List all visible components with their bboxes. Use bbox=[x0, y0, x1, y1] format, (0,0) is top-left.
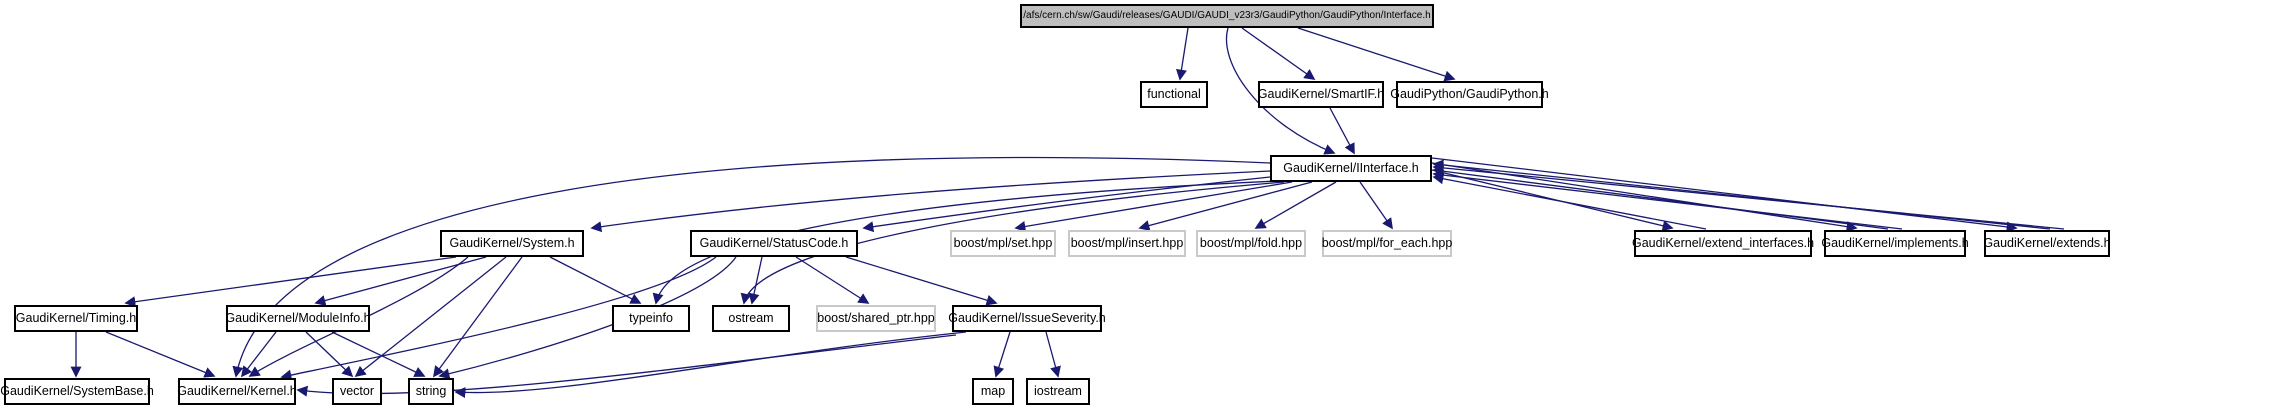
edge-extends-to-iinterface bbox=[1432, 159, 2051, 230]
graph-node-kernel[interactable]: GaudiKernel/Kernel.h bbox=[177, 378, 297, 405]
graph-node-interface-top[interactable]: /afs/cern.ch/sw/Gaudi/releases/GAUDI/GAU… bbox=[1020, 4, 1434, 28]
graph-node-smartif[interactable]: GaudiKernel/SmartIF.h bbox=[1258, 81, 1384, 108]
graph-node-extends[interactable]: GaudiKernel/extends.h bbox=[1983, 230, 2111, 257]
edge-system-to-typeinfo bbox=[549, 256, 642, 304]
edge-iinterface-to-kernel bbox=[232, 156, 1271, 378]
graph-node-mpl-set: boost/mpl/set.hpp bbox=[950, 230, 1056, 257]
edge-iinterface-to-ostream bbox=[740, 181, 1285, 305]
edge-iinterface-to-mpl-set bbox=[1014, 181, 1293, 232]
graph-node-extend-interfaces[interactable]: GaudiKernel/extend_interfaces.h bbox=[1632, 230, 1814, 257]
edge-system-to-moduleinfo bbox=[314, 256, 487, 306]
graph-node-shared-ptr: boost/shared_ptr.hpp bbox=[816, 305, 936, 332]
graph-node-functional[interactable]: functional bbox=[1140, 81, 1208, 108]
edge-extend-interfaces-to-iinterface bbox=[1432, 173, 1707, 230]
edge-system-to-timing bbox=[124, 256, 457, 308]
graph-node-issueseverity[interactable]: GaudiKernel/IssueSeverity.h bbox=[948, 305, 1106, 332]
edge-extends-to-iinterface bbox=[1432, 162, 2065, 230]
edge-interface-top-to-smartif bbox=[1241, 27, 1316, 80]
graph-node-statuscode[interactable]: GaudiKernel/StatusCode.h bbox=[690, 230, 858, 257]
graph-node-iinterface[interactable]: GaudiKernel/IInterface.h bbox=[1270, 155, 1432, 182]
edge-iinterface-to-statuscode bbox=[862, 176, 1271, 233]
graph-node-gaudipython[interactable]: GaudiPython/GaudiPython.h bbox=[1390, 81, 1549, 108]
edge-iinterface-to-mpl-fold bbox=[1254, 181, 1337, 229]
graph-node-ostream[interactable]: ostream bbox=[712, 305, 790, 332]
edge-iinterface-to-extends bbox=[1431, 157, 2018, 233]
graph-node-iostream[interactable]: iostream bbox=[1026, 378, 1090, 405]
edge-interface-top-to-functional bbox=[1175, 27, 1189, 81]
graph-node-typeinfo[interactable]: typeinfo bbox=[612, 305, 690, 332]
graph-node-system[interactable]: GaudiKernel/System.h bbox=[440, 230, 584, 257]
edge-iinterface-to-mpl-for-each bbox=[1359, 181, 1393, 230]
edge-moduleinfo-to-vector bbox=[305, 331, 354, 378]
graph-node-string[interactable]: string bbox=[408, 378, 454, 405]
edge-moduleinfo-to-kernel bbox=[240, 331, 277, 378]
edge-statuscode-to-kernel bbox=[280, 256, 717, 381]
edge-iinterface-to-system bbox=[590, 170, 1271, 233]
graph-node-systembase[interactable]: GaudiKernel/SystemBase.h bbox=[0, 378, 154, 405]
graph-node-mpl-fold: boost/mpl/fold.hpp bbox=[1196, 230, 1306, 257]
edge-system-to-vector bbox=[354, 256, 507, 378]
edge-issueseverity-to-iostream bbox=[1045, 331, 1061, 378]
edge-iinterface-to-typeinfo bbox=[652, 180, 1279, 305]
graph-node-vector[interactable]: vector bbox=[332, 378, 382, 405]
edge-statuscode-to-shared-ptr bbox=[795, 256, 870, 304]
edge-issueseverity-to-map bbox=[993, 331, 1011, 378]
edge-issueseverity-to-string bbox=[454, 331, 967, 399]
edge-interface-top-to-gaudipython bbox=[1297, 27, 1456, 82]
graph-node-timing[interactable]: GaudiKernel/Timing.h bbox=[14, 305, 138, 332]
edge-implements-to-iinterface bbox=[1432, 169, 1903, 230]
edge-iinterface-to-mpl-insert bbox=[1138, 181, 1313, 231]
edge-timing-to-kernel bbox=[105, 331, 216, 378]
graph-node-mpl-insert: boost/mpl/insert.hpp bbox=[1068, 230, 1186, 257]
edge-statuscode-to-issueseverity bbox=[845, 256, 998, 306]
edge-system-to-string bbox=[433, 256, 523, 378]
edge-interface-top-to-iinterface bbox=[1225, 27, 1336, 155]
graph-node-map[interactable]: map bbox=[972, 378, 1014, 405]
graph-node-mpl-for-each: boost/mpl/for_each.hpp bbox=[1322, 230, 1452, 257]
edge-moduleinfo-to-string bbox=[331, 331, 426, 377]
edge-statuscode-to-ostream bbox=[748, 256, 763, 305]
graph-node-moduleinfo[interactable]: GaudiKernel/ModuleInfo.h bbox=[225, 305, 371, 332]
edge-smartif-to-iinterface bbox=[1329, 107, 1355, 155]
edge-implements-to-iinterface bbox=[1432, 165, 1889, 230]
graph-node-implements[interactable]: GaudiKernel/implements.h bbox=[1821, 230, 1969, 257]
